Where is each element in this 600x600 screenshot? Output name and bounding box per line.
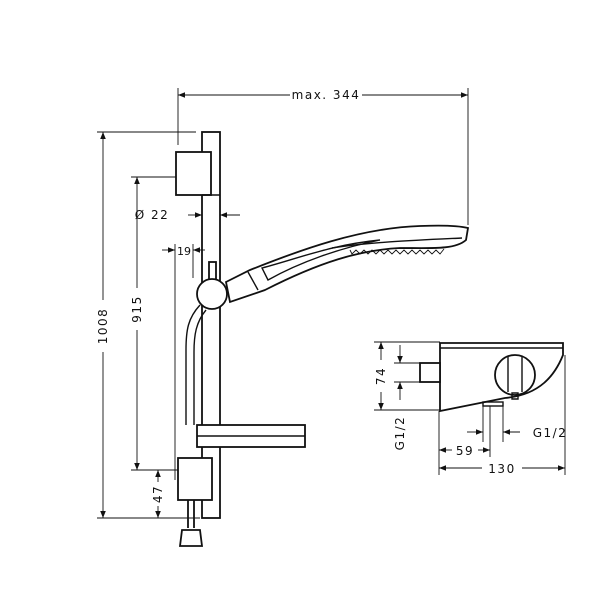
rail-diameter-label: Ø 22 <box>135 208 170 222</box>
dimension-bottom-height: 47 <box>151 469 165 518</box>
upper-wall-bracket <box>175 151 212 196</box>
outlet-thread-label: G1/2 <box>533 426 568 440</box>
bracket-spacing-label: 915 <box>130 295 144 322</box>
dimension-outlet-thread: G1/2 <box>467 406 568 457</box>
dimension-total-height: 1008 <box>96 131 200 519</box>
hose-guide <box>185 304 207 425</box>
thermostat-depth-label: 130 <box>488 462 515 476</box>
slider-knob <box>196 278 228 310</box>
offset-label: 19 <box>177 245 191 258</box>
thermostat-height-label: 74 <box>374 367 388 385</box>
thermostat-handle <box>494 354 536 396</box>
bottom-anchor <box>178 529 204 547</box>
shower-rail <box>175 131 306 547</box>
dimension-thermostat-height: 74 <box>374 341 440 411</box>
dimension-rail-diameter: Ø 22 <box>135 208 240 222</box>
total-height-label: 1008 <box>96 308 110 345</box>
dimension-max-reach: max. 344 <box>177 88 469 225</box>
lower-wall-bracket <box>177 457 213 501</box>
dimension-thermostat-depth: 130 <box>439 355 566 476</box>
dimension-inlet-thread: G1/2 <box>393 345 420 450</box>
thermostat <box>419 342 564 413</box>
bottom-height-label: 47 <box>151 485 165 503</box>
hand-shower <box>196 224 470 310</box>
inlet <box>419 362 441 383</box>
dimension-offset: 19 <box>162 244 205 480</box>
inlet-thread-label: G1/2 <box>393 416 407 451</box>
outlet-offset-label: 59 <box>456 444 474 458</box>
dimension-outlet-offset: 59 <box>438 411 490 475</box>
max-reach-label: max. 344 <box>292 88 361 102</box>
